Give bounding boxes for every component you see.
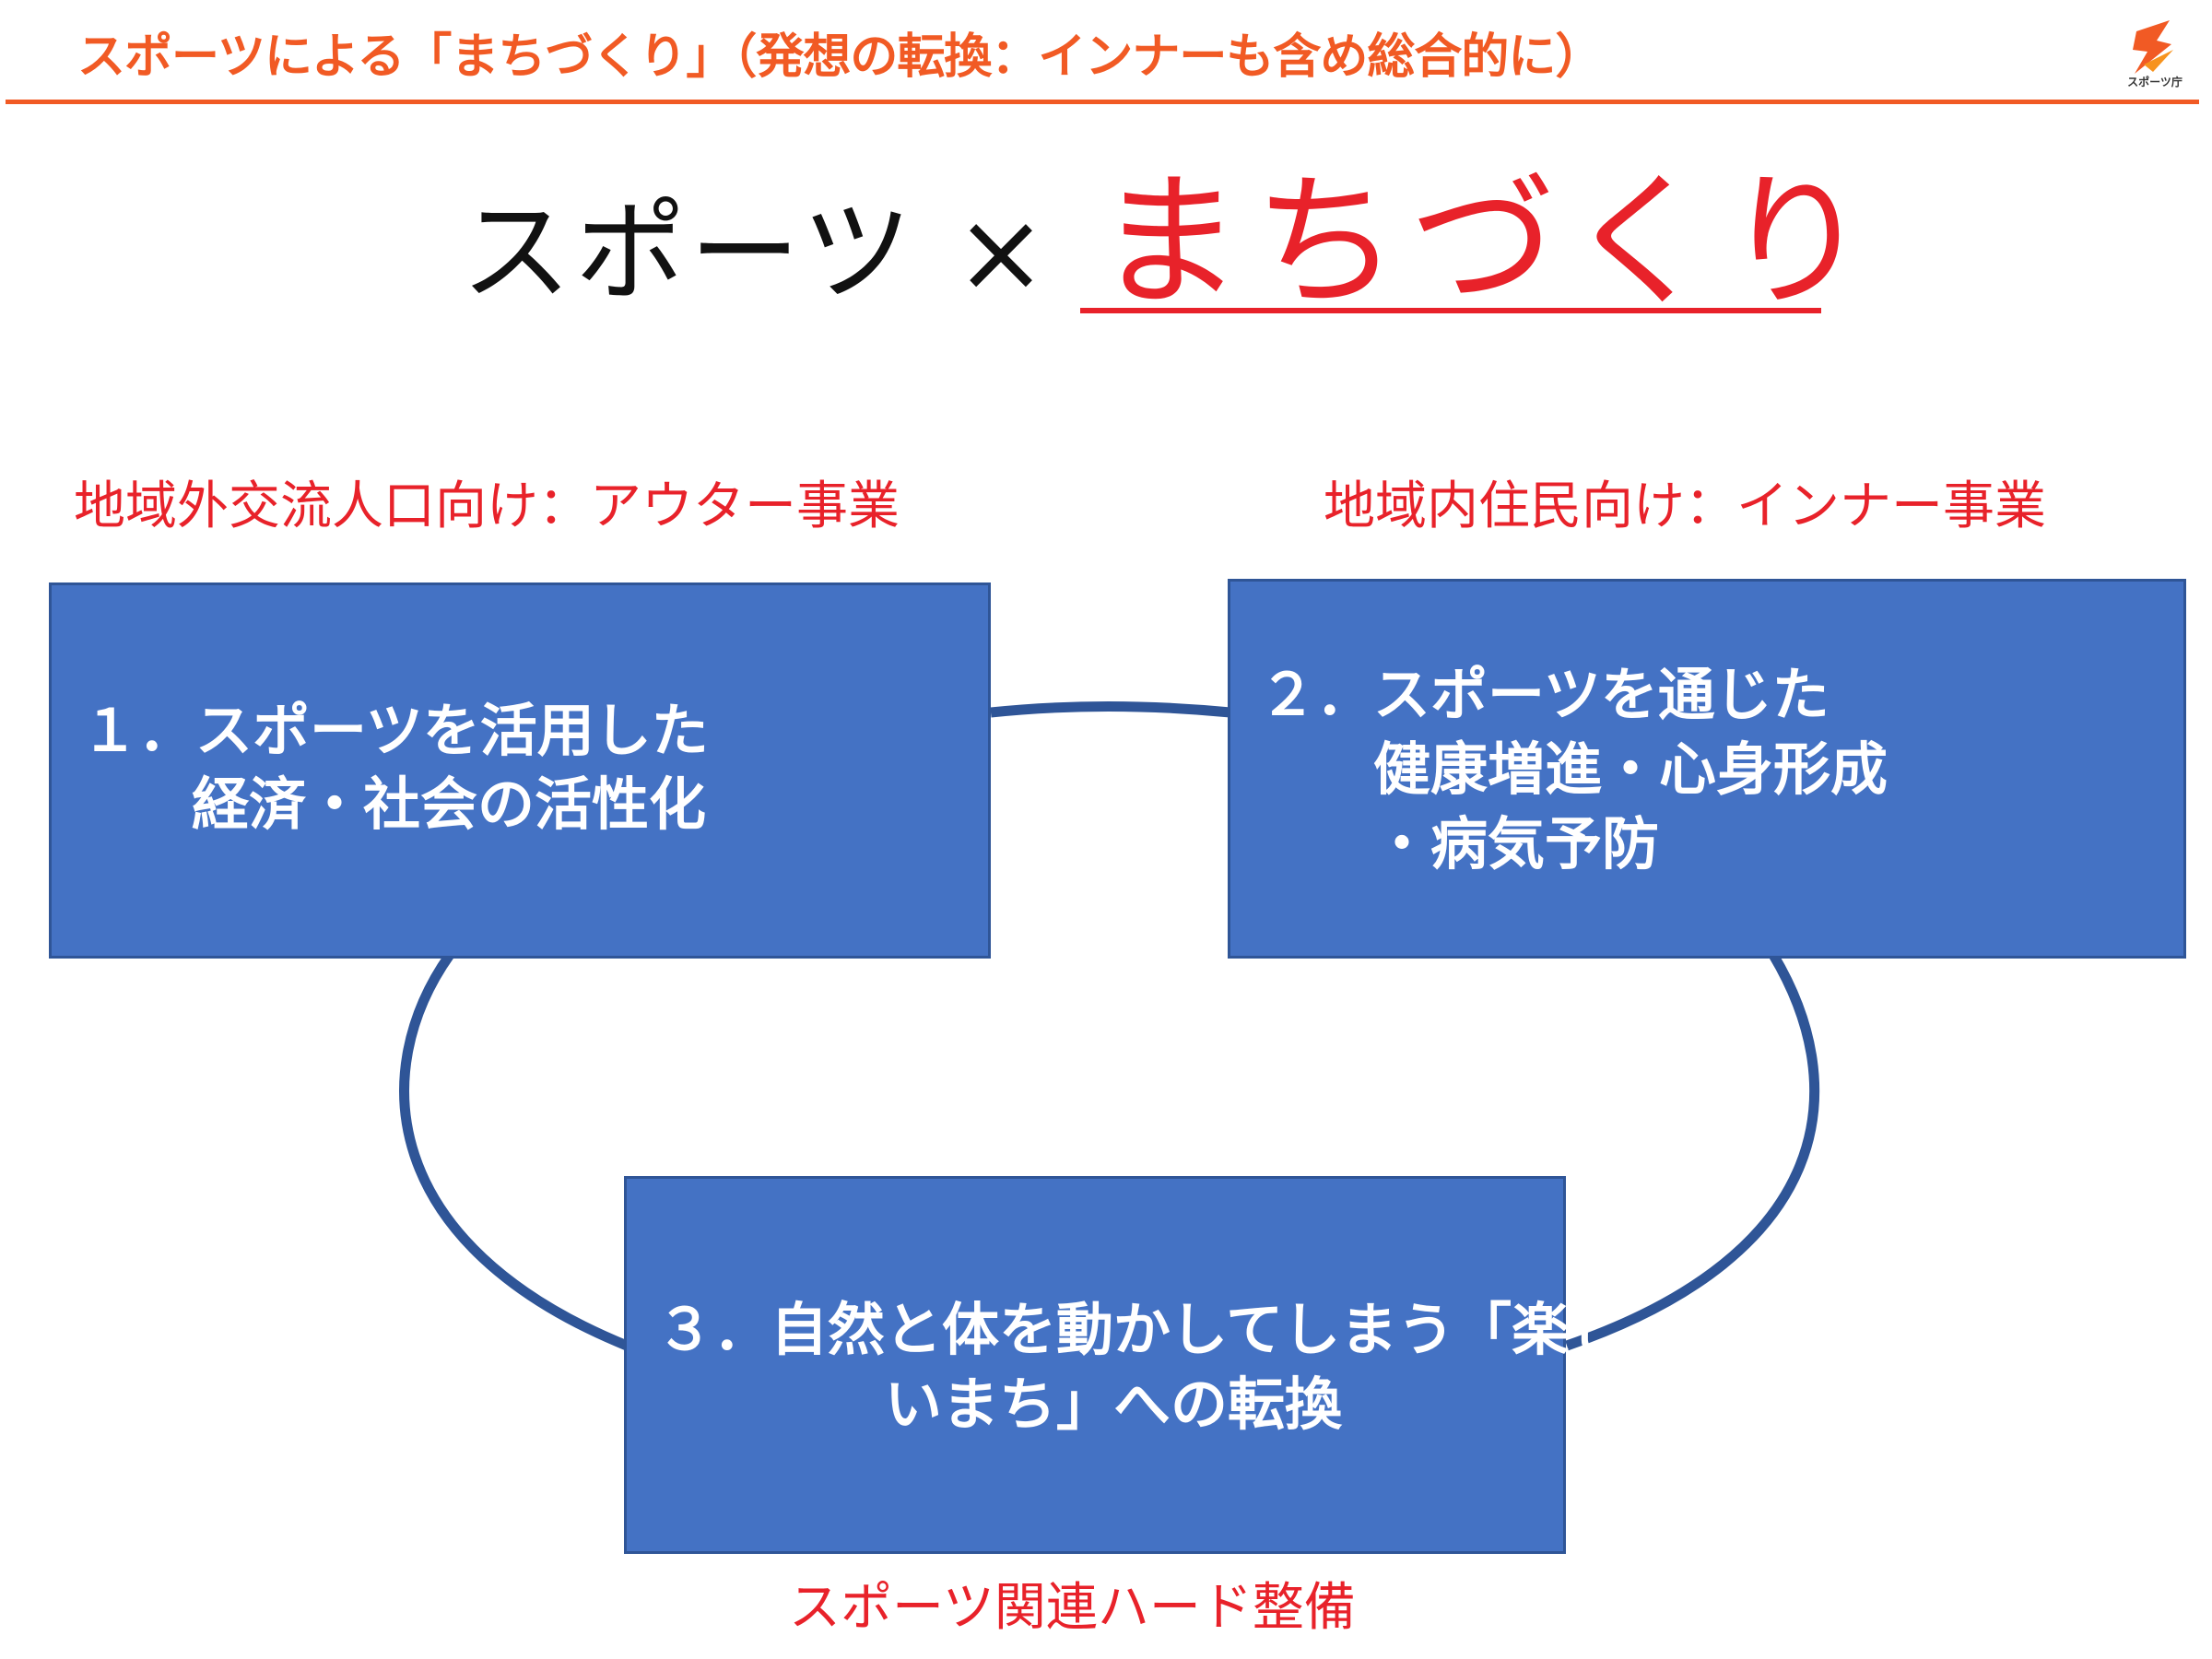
main-title-underline [1080, 308, 1821, 313]
main-title-sports: スポーツ × [461, 189, 1052, 317]
box-fun-town-conversion [624, 1176, 1566, 1554]
box2-line3: ・病気予防 [1373, 810, 1660, 877]
loop-right-arc [1565, 952, 1820, 1351]
sports-logo-icon [2133, 20, 2173, 74]
label-hard-infrastructure: スポーツ関連ハード整備 [789, 1578, 1356, 1638]
box2-line1: ２．スポーツを通じた [1259, 661, 1830, 728]
box3-line1: ３．自然と体を動かしてしまう「楽し [656, 1296, 1627, 1363]
box-health-promotion [1228, 579, 2186, 959]
box3-line2: いまち」への転換 [885, 1371, 1343, 1438]
box-economic-social-activation [49, 582, 991, 959]
main-title-machizukuri: まちづくり [1097, 158, 1880, 327]
box1-line2: 経済・社会の活性化 [192, 771, 707, 838]
loop-top-connector [990, 701, 1231, 718]
box2-line2: 健康増進・心身形成 [1373, 735, 1888, 803]
page-header-title: スポーツによる「まちづくり」（発想の転換：インナーも含め総合的に） [77, 29, 1603, 85]
header-divider [6, 100, 2199, 104]
logo-caption: スポーツ庁 [2127, 76, 2183, 88]
loop-left-arc [399, 951, 629, 1351]
label-outer-business: 地域外交流人口向け：アウター事業 [74, 477, 900, 536]
label-inner-business: 地域内住民向け：インナー事業 [1324, 477, 2046, 536]
box1-line1: １．スポーツを活用した [81, 697, 709, 764]
